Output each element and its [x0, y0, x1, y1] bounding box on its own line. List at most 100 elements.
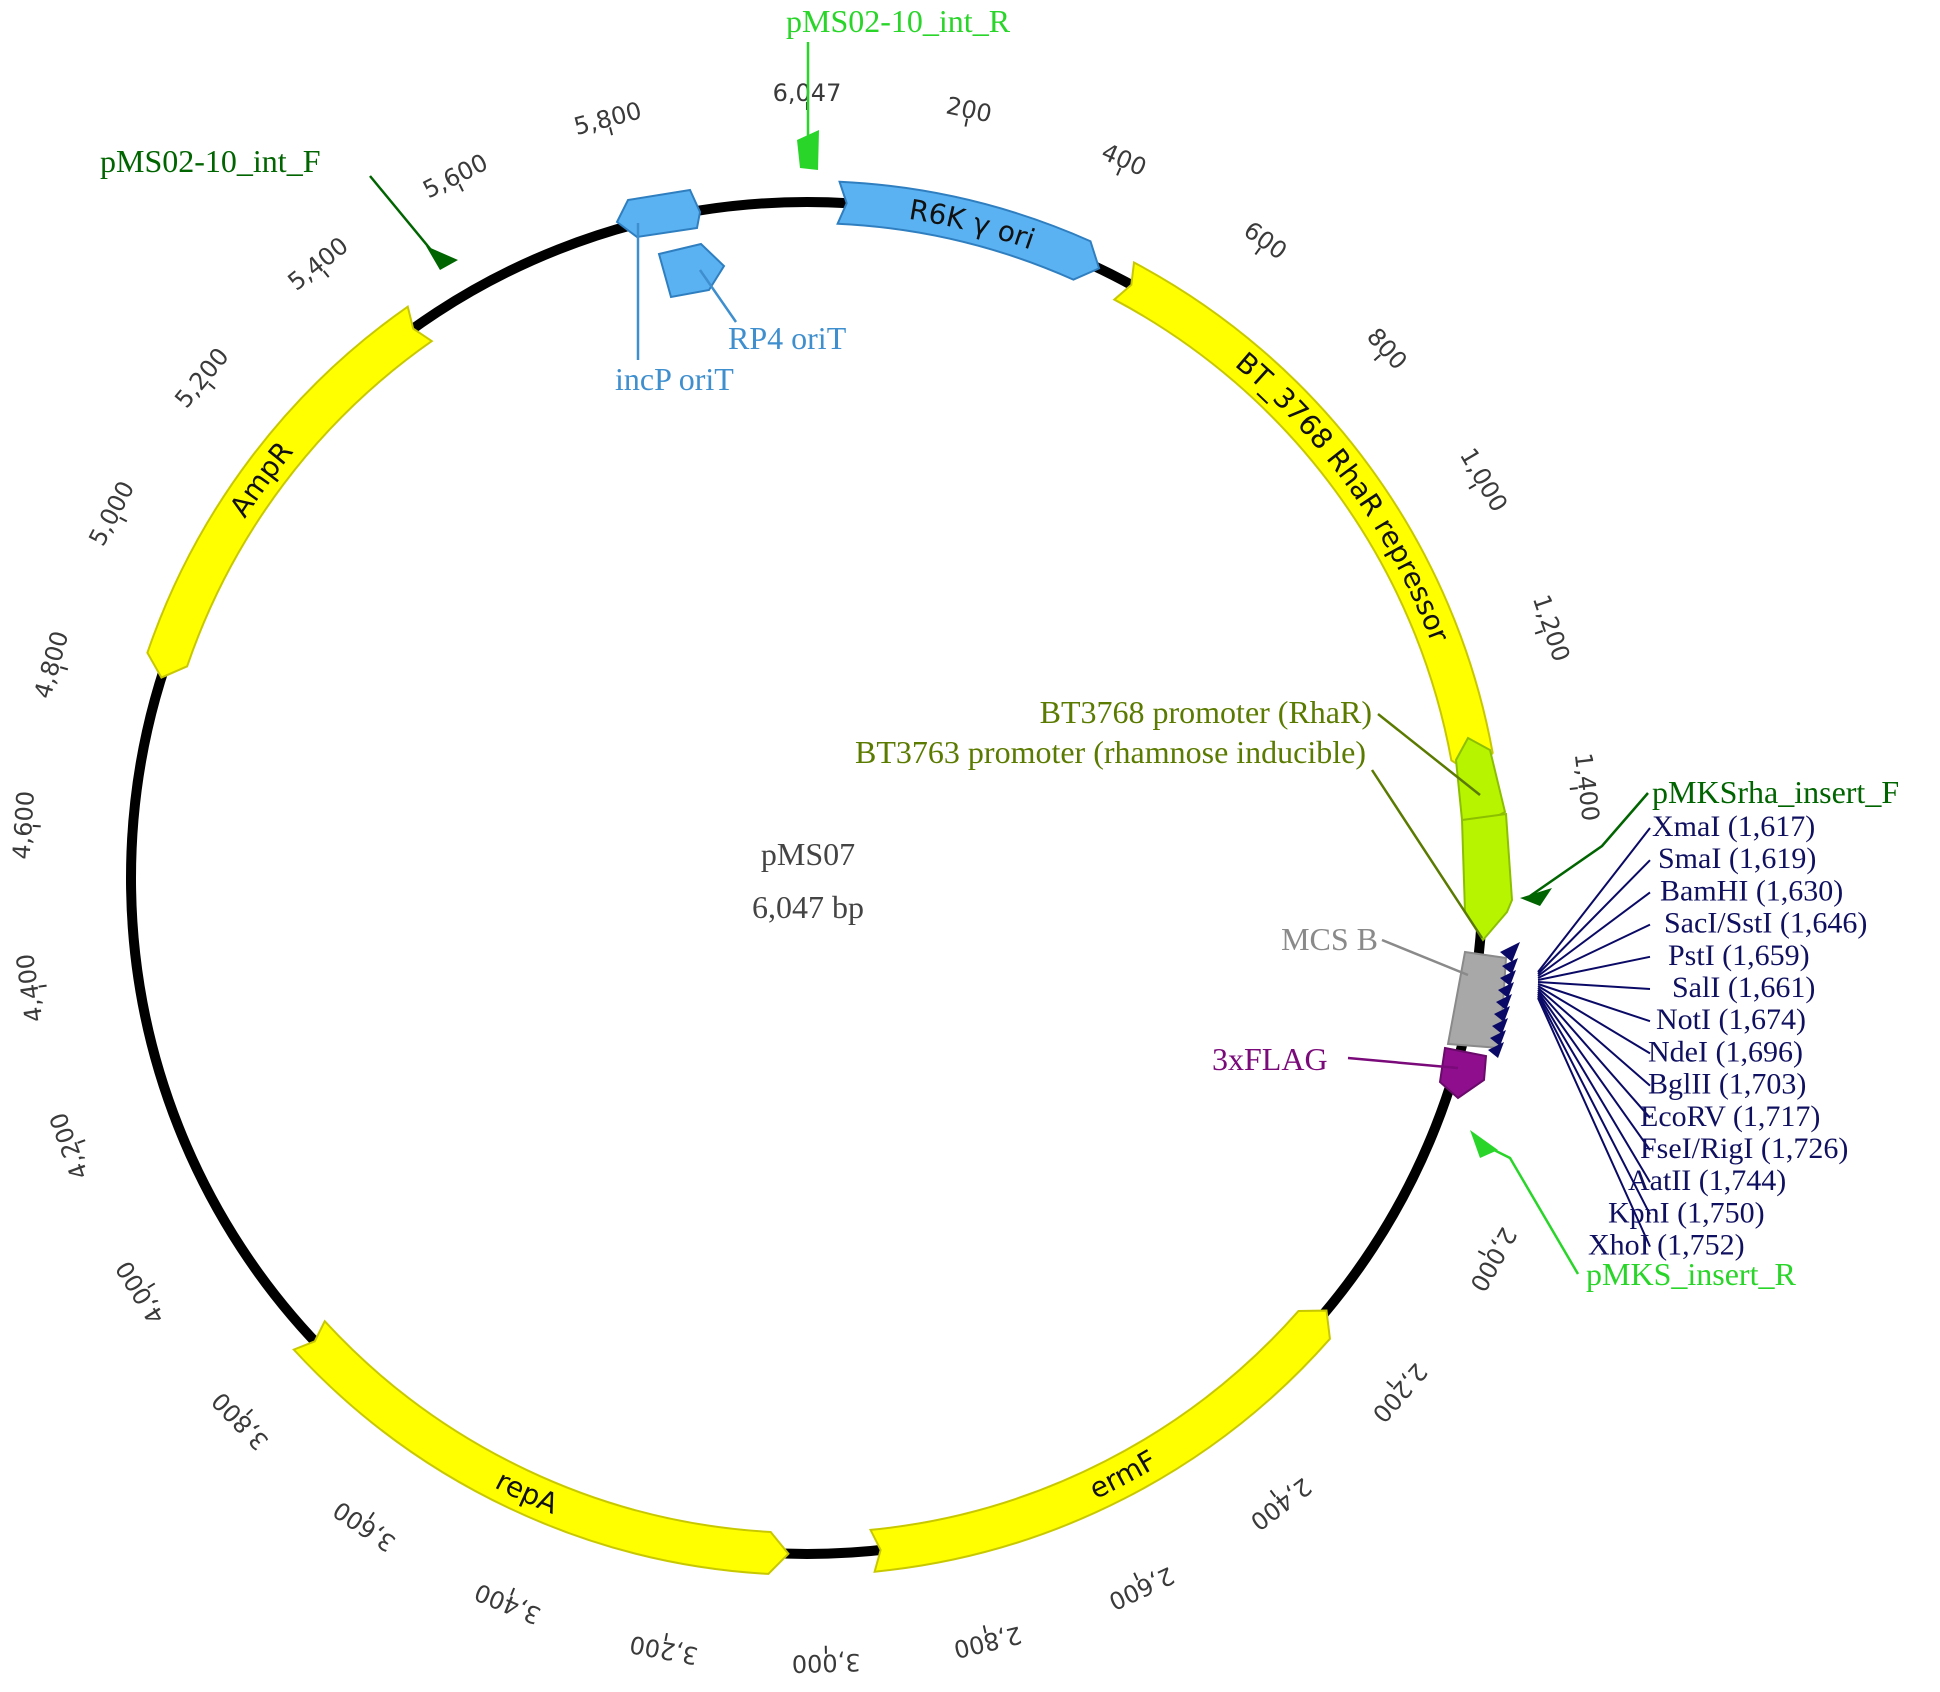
- pMKS-insert-R-primer[interactable]: [1470, 1130, 1498, 1158]
- restriction-site-leader: [1537, 983, 1651, 1023]
- pMS02-10-int-R-label: pMS02-10_int_R: [786, 3, 1011, 39]
- MCS-B-leader: [1381, 938, 1469, 977]
- restriction-site-label: SalI (1,661): [1672, 971, 1815, 1004]
- restriction-site-label: KpnI (1,750): [1608, 1196, 1765, 1229]
- tick-label: 2,800: [951, 1620, 1024, 1663]
- tick-mark: [1133, 1572, 1139, 1581]
- pMKS-insert-R-label: pMKS_insert_R: [1586, 1256, 1796, 1292]
- incP-oriT-arrow: [615, 188, 702, 239]
- MCS-B-feature[interactable]: [1446, 950, 1508, 1050]
- restriction-site-leader: [1537, 923, 1651, 979]
- MCS-B-label: MCS B: [1281, 921, 1378, 957]
- feature-arrow: [836, 180, 1101, 281]
- restriction-sites: XmaI (1,617)SmaI (1,619)BamHI (1,630)Sac…: [1537, 810, 1867, 1262]
- restriction-site-leader: [1537, 827, 1651, 973]
- incP-oriT-label: incP oriT: [615, 361, 734, 397]
- tick-mark: [1477, 1250, 1486, 1256]
- BT3763-promoter-leader: [1370, 769, 1484, 939]
- tick-label: 5,000: [83, 477, 140, 551]
- tick-mark: [609, 127, 614, 136]
- tick-mark: [38, 984, 47, 988]
- tick-label: 1,400: [1569, 751, 1605, 822]
- tick-mark: [458, 183, 464, 192]
- pMKSrha-insert-F-arrow: [1520, 888, 1552, 906]
- tick-mark: [664, 1632, 668, 1642]
- tick-label: 200: [944, 91, 995, 128]
- restriction-site-label: PstI (1,659): [1668, 939, 1810, 972]
- plasmid-length: 6,047 bp: [752, 889, 864, 925]
- tick-label: 2,400: [1245, 1472, 1317, 1536]
- tick-mark: [1116, 167, 1122, 176]
- restriction-site-leader: [1537, 985, 1651, 1055]
- tick-label: 1,000: [1454, 443, 1513, 516]
- BT3768-promoter-feature[interactable]: [1454, 736, 1507, 824]
- BT3763-promoter-label: BT3763 promoter (rhamnose inducible): [855, 734, 1366, 770]
- BT3768-promoter-arrow: [1454, 736, 1507, 824]
- pMKSrha-insert-F-leader: [1529, 792, 1649, 898]
- tick-mark: [32, 824, 41, 828]
- restriction-site-leader: [1537, 991, 1651, 1151]
- restriction-site-leader: [1537, 995, 1651, 1215]
- pMKSrha-insert-F-label: pMKSrha_insert_F: [1652, 774, 1899, 810]
- tick-label: 5,400: [283, 231, 354, 296]
- tick-mark: [322, 270, 330, 278]
- tick-label: 3,400: [471, 1578, 545, 1630]
- tick-mark: [59, 666, 69, 671]
- 3xFLAG-arrow: [1438, 1046, 1488, 1100]
- tick-label: 3,000: [791, 1648, 860, 1678]
- 3xFLAG-feature[interactable]: [1438, 1046, 1488, 1100]
- MCS-B-block: [1446, 950, 1508, 1050]
- tick-label: 2,600: [1104, 1561, 1178, 1616]
- tick-mark: [368, 1511, 375, 1520]
- restriction-site-leader: [1537, 891, 1651, 977]
- BT3768-promoter-label: BT3768 promoter (RhaR): [1040, 694, 1372, 730]
- tick-label: 4,200: [44, 1109, 94, 1183]
- 3xFLAG-leader: [1347, 1056, 1459, 1070]
- tick-mark: [245, 1408, 254, 1416]
- RP4-oriT-leader: [698, 269, 738, 323]
- BT3768-promoter-leader: [1377, 713, 1481, 796]
- tick-mark: [77, 1139, 86, 1144]
- tick-label: 3,600: [328, 1495, 401, 1557]
- restriction-site-leader: [1537, 987, 1651, 1087]
- tick-mark: [1468, 483, 1477, 490]
- tick-label: 5,200: [169, 342, 234, 413]
- restriction-site-label: FseI/RigI (1,726): [1640, 1132, 1848, 1165]
- restriction-site-leader: [1537, 993, 1651, 1183]
- tick-label: 400: [1097, 138, 1150, 182]
- tick-label: 3,200: [628, 1630, 701, 1670]
- label-guide-path: [142, 1043, 1119, 1563]
- feature-arrow: [292, 1319, 790, 1575]
- ampr-feature[interactable]: AmpR: [140, 215, 734, 1010]
- tick-label: 2,000: [1464, 1223, 1522, 1297]
- tick-mark: [1254, 247, 1261, 256]
- tick-label: 600: [1239, 216, 1293, 265]
- restriction-site-markers: [1488, 942, 1520, 1058]
- restriction-site-label: EcoRV (1,717): [1640, 1100, 1820, 1133]
- plasmid-name: pMS07: [761, 836, 855, 872]
- incP-oriT-feature[interactable]: [615, 188, 702, 239]
- tick-mark: [1534, 630, 1543, 635]
- RP4-oriT-feature[interactable]: [657, 242, 726, 299]
- restriction-site-label: NotI (1,674): [1656, 1003, 1806, 1036]
- tick-label: 5,800: [571, 96, 645, 141]
- tick-label: 4,600: [7, 790, 40, 860]
- restriction-site-leader: [1537, 955, 1651, 981]
- restriction-site-label: XmaI (1,617): [1652, 810, 1815, 843]
- pMKS-insert-R-arrow: [1470, 1130, 1498, 1158]
- pMKSrha-insert-F-primer[interactable]: [1520, 888, 1552, 906]
- tick-label: 4,000: [110, 1256, 170, 1329]
- restriction-site-label: SmaI (1,619): [1658, 842, 1816, 875]
- tick-label: 4,800: [29, 628, 75, 702]
- restriction-site-label: BglII (1,703): [1648, 1068, 1806, 1101]
- restriction-site-label: BamHI (1,630): [1660, 874, 1843, 907]
- tick-label: 5,600: [418, 148, 492, 204]
- tick-label: 4,400: [11, 952, 48, 1024]
- tick-mark: [964, 118, 969, 127]
- restriction-site-leader: [1537, 859, 1651, 975]
- tick-mark: [1269, 1489, 1277, 1498]
- RP4-oriT-arrow: [657, 242, 726, 299]
- pMKS-insert-R-leader: [1489, 1146, 1580, 1275]
